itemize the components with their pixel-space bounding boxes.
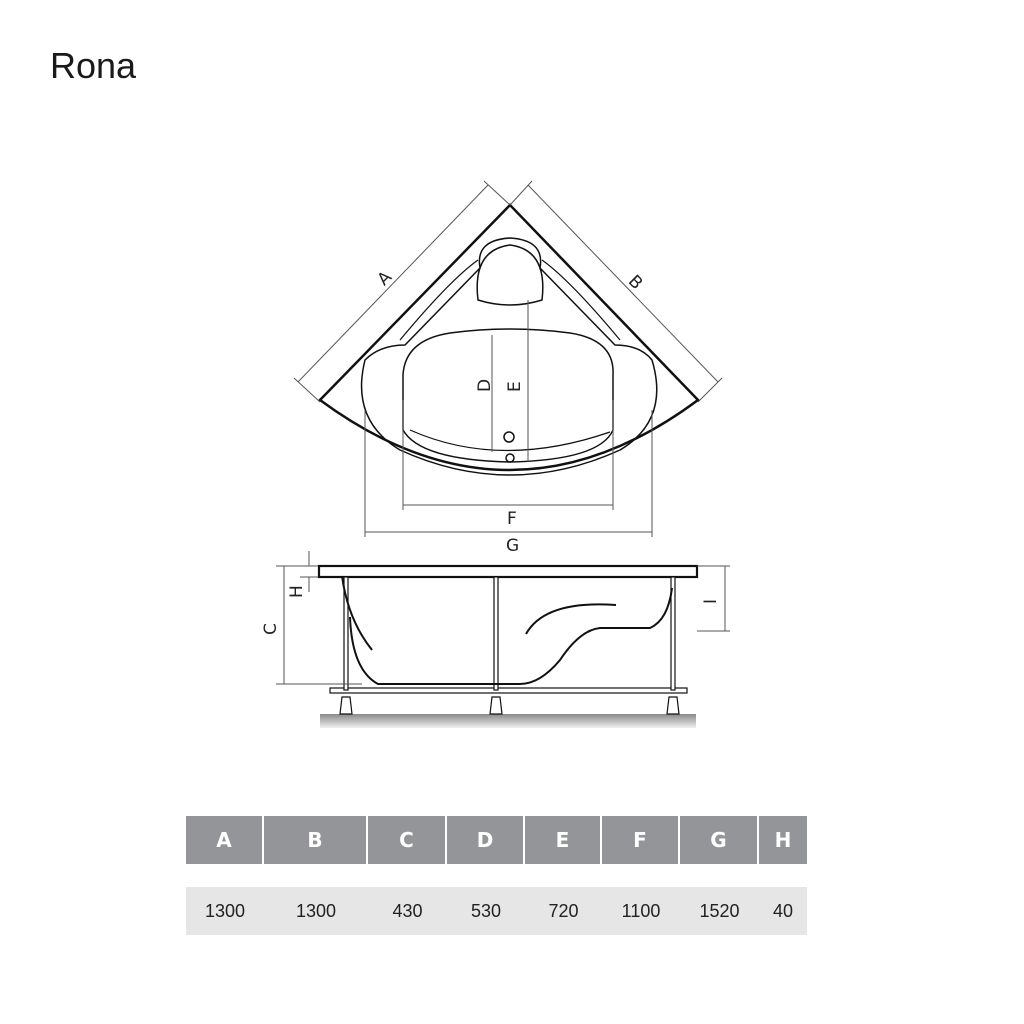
- basin: [402, 328, 614, 463]
- label-g: G: [506, 536, 519, 556]
- headrest: [476, 244, 544, 306]
- header-a: A: [186, 816, 264, 864]
- table-header: A B C D E F G H: [186, 816, 807, 864]
- label-i: I: [701, 599, 721, 604]
- value-g: 1520: [699, 901, 740, 921]
- label-h: H: [287, 585, 307, 598]
- bathtub-drawing: A B D E F G C H I: [261, 180, 730, 728]
- label-f: F: [507, 509, 517, 529]
- label-d: D: [475, 379, 495, 392]
- value-d: 530: [470, 901, 502, 921]
- header-b: B: [264, 816, 368, 864]
- side-view: [276, 551, 730, 728]
- header-h: H: [759, 816, 807, 864]
- top-view: [293, 180, 723, 537]
- tub-outline: [318, 203, 700, 472]
- drain-icon: [503, 431, 515, 443]
- value-a: 1300: [204, 901, 246, 921]
- value-f: 1100: [621, 901, 661, 921]
- value-e: 720: [548, 901, 579, 921]
- label-e: E: [505, 381, 525, 392]
- header-d: D: [447, 816, 525, 864]
- label-a: A: [374, 267, 397, 290]
- table-row: 1300 1300 430 530 720 1100 1520 40: [186, 887, 807, 935]
- label-c: C: [261, 623, 281, 635]
- header-g: G: [680, 816, 759, 864]
- inner-rim: [360, 237, 658, 476]
- label-b: B: [624, 271, 646, 293]
- product-title: Rona: [50, 45, 137, 86]
- value-h: 40: [772, 901, 794, 921]
- header-c: C: [368, 816, 447, 864]
- dimensions-table: A B C D E F G H 1300 1300 430 530 720 11…: [186, 816, 807, 935]
- floor: [320, 714, 696, 728]
- header-e: E: [525, 816, 602, 864]
- value-b: 1300: [295, 901, 337, 921]
- rim: [317, 564, 699, 579]
- header-f: F: [602, 816, 680, 864]
- value-c: 430: [392, 901, 423, 921]
